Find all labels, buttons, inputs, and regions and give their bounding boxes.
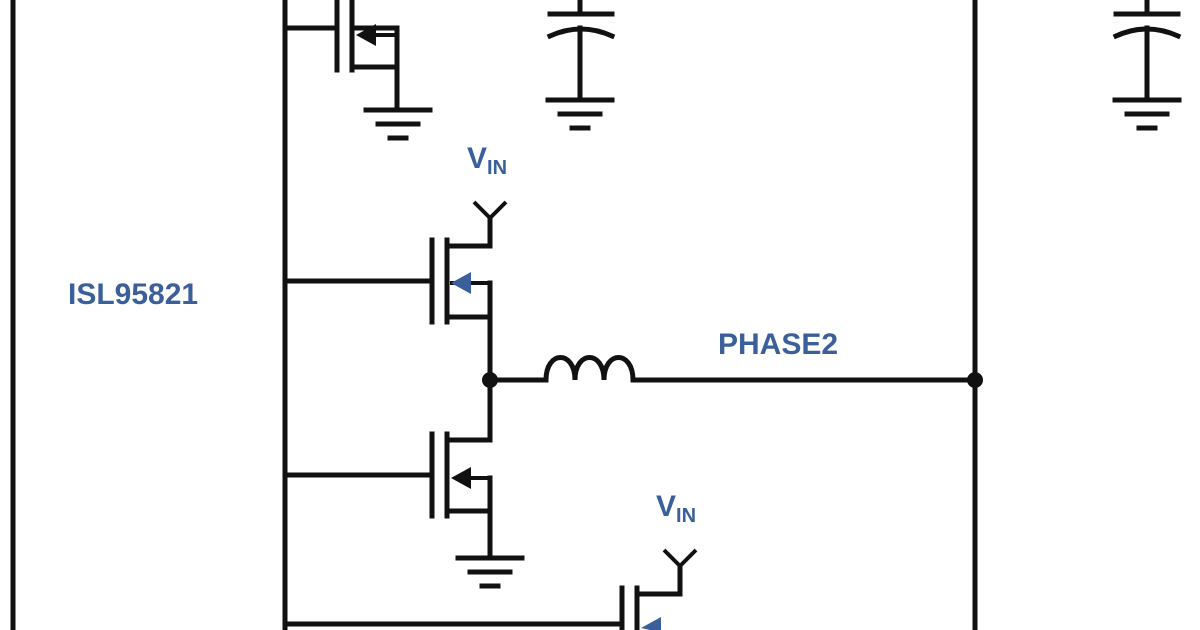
phase2-net-label: PHASE2 (718, 328, 839, 361)
vin-label-subscript: IN (676, 505, 697, 527)
vin-label-bottom: VIN (656, 490, 696, 528)
output-rail-junction (967, 372, 983, 388)
mosfet-top-low-side (282, 0, 400, 111)
vin-label-main: V (656, 490, 677, 523)
mosfet-bottom-high-side (282, 563, 683, 630)
mosfet-phase2-low-side (282, 377, 493, 559)
vin-label-high-side: VIN (467, 142, 507, 180)
vin-label-subscript: IN (487, 157, 508, 179)
ground-symbol-low-side (455, 555, 525, 589)
vin-arrow-high-side (472, 200, 508, 220)
inductor-phase2 (543, 355, 636, 383)
ground-symbol-capacitor-2 (1112, 97, 1182, 131)
vin-arrow-bottom (662, 548, 698, 568)
capacitor-top-1 (546, 0, 616, 101)
ground-symbol-capacitor-1 (545, 97, 615, 131)
ground-symbol-top-mosfet (363, 107, 433, 141)
vin-label-main: V (467, 142, 488, 175)
capacitor-top-2 (1112, 0, 1182, 101)
mosfet-phase2-high-side (282, 215, 493, 383)
controller-label: ISL95821 (68, 278, 199, 311)
